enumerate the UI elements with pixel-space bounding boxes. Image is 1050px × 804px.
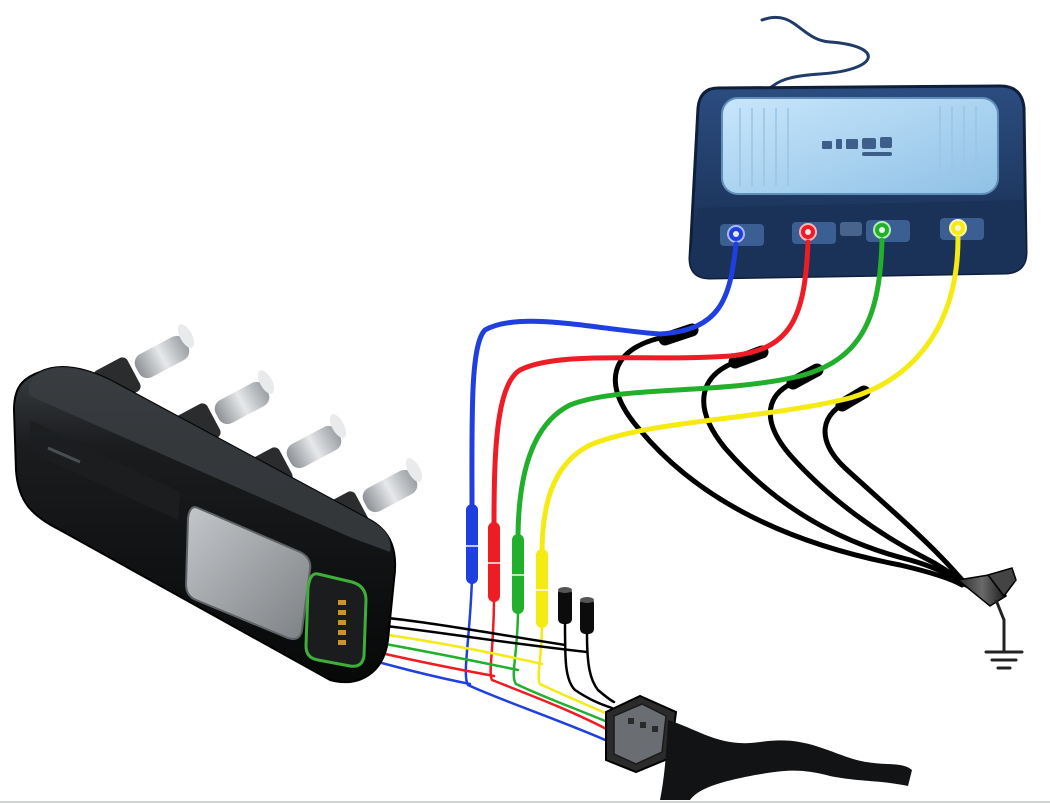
ground-lead-ferrules — [658, 323, 871, 412]
lead-channel-b — [491, 239, 811, 533]
probe-leads — [469, 235, 961, 558]
harness-connector — [605, 694, 678, 774]
bnc-connector-c — [866, 220, 910, 242]
lead-channel-a — [469, 241, 739, 513]
bnc-connector-b — [792, 222, 836, 244]
scope-vent — [840, 222, 862, 236]
bnc-connector-a — [720, 224, 764, 246]
scope-top-panel — [721, 97, 999, 195]
scope-panel-ribs — [739, 106, 977, 186]
back-probe-pins — [558, 587, 594, 634]
bnc-connector-d — [940, 218, 984, 240]
scope-logo-icon — [822, 137, 892, 156]
coil-window — [184, 506, 312, 640]
wiring-loom — [660, 720, 912, 800]
coil-connector-socket — [304, 572, 368, 668]
crocodile-clip-icon — [956, 567, 1017, 621]
ignition-coil-pack — [12, 324, 423, 683]
scope-usb-cable — [760, 15, 870, 92]
lead-channel-c — [515, 237, 885, 543]
probe-ferrules — [465, 504, 549, 628]
coil-label-plate — [30, 420, 180, 520]
lead-channel-d — [539, 235, 961, 558]
coil-connector-pins — [338, 600, 346, 645]
bottom-border-line — [0, 801, 1050, 803]
oscilloscope — [688, 84, 1028, 280]
ground-symbol-icon — [984, 618, 1024, 670]
ground-leads — [612, 335, 971, 589]
coil-top-face — [28, 366, 391, 552]
